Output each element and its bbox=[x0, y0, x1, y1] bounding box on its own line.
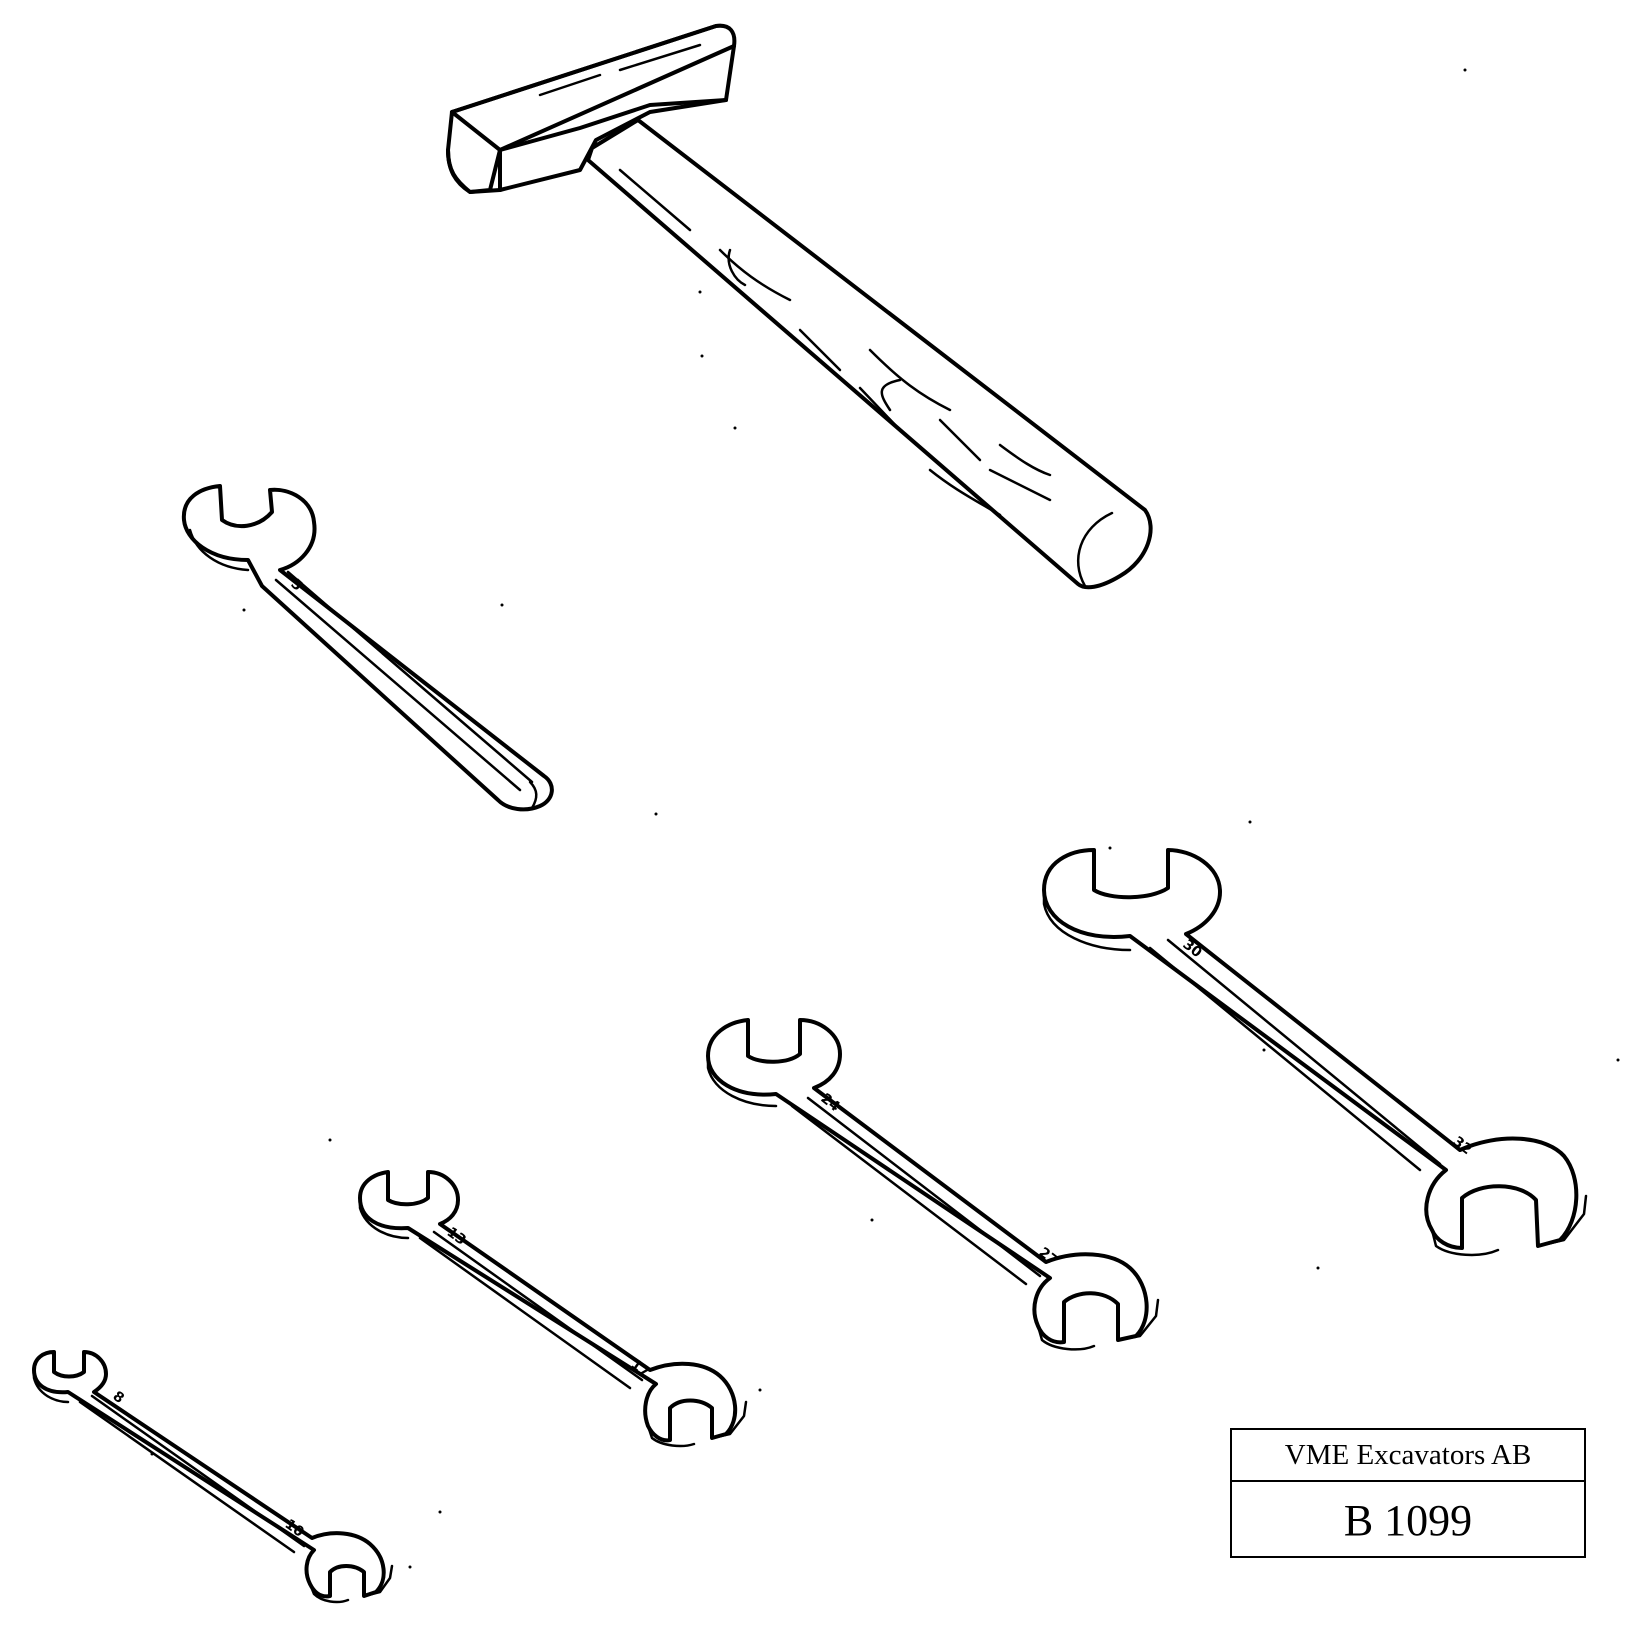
wrench-size-label: 27 bbox=[1036, 1245, 1061, 1270]
hammer-icon bbox=[446, 23, 1153, 590]
wrench-large: 24 27 bbox=[706, 1018, 1160, 1351]
title-block-code: B 1099 bbox=[1343, 1495, 1473, 1545]
wrench-medium: 13 17 bbox=[358, 1170, 748, 1448]
hammer-handle bbox=[586, 118, 1153, 590]
wrench-size-label: 32 bbox=[1450, 1134, 1475, 1159]
wrench-size-label: 30 bbox=[1180, 937, 1205, 962]
wrench-size-label: 17 bbox=[628, 1356, 653, 1380]
single-wrench: 5 bbox=[181, 484, 554, 812]
scan-specks bbox=[150, 68, 1620, 1569]
title-block-company: VME Excavators AB bbox=[1232, 1430, 1584, 1482]
hammer-head bbox=[446, 23, 737, 194]
title-block: VME Excavators AB B 1099 bbox=[1230, 1428, 1586, 1558]
wrench-xlarge: 30 32 bbox=[1042, 848, 1588, 1257]
wrench-small: 8 10 bbox=[32, 1350, 394, 1604]
